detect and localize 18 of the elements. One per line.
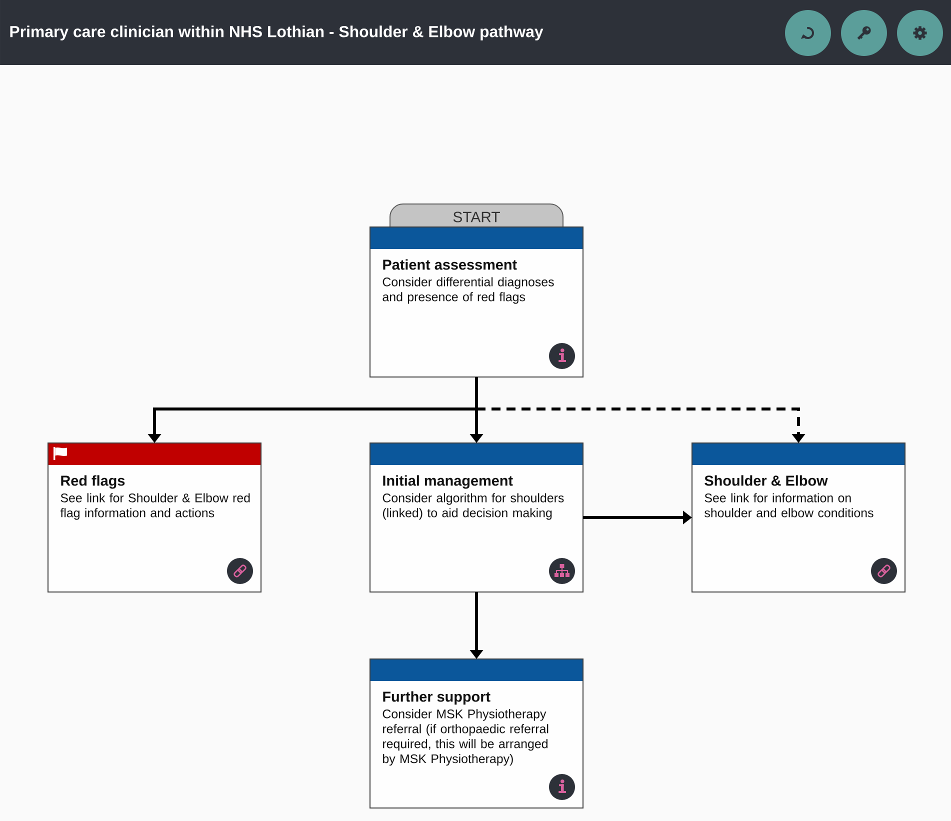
process-box	[48, 442, 262, 592]
description: Consider differential diagnoses and presence of red flags	[382, 277, 554, 304]
heading: Initial management	[383, 475, 513, 489]
description: See link for information on shoulder and elbow conditions	[704, 493, 874, 518]
heading: Red flags	[61, 475, 125, 489]
description: Consider MSK Physiotherapy referral (if orthopaedic referral required, this will be arranged by MSK Physiotherapy)	[382, 709, 548, 766]
process-box	[370, 226, 584, 378]
start-tab: START	[390, 204, 564, 230]
process-box	[692, 442, 906, 592]
heading: Patient assessment	[383, 259, 517, 270]
title: Primary care clinician within NHS Lothian - Shoulder & Elbow pathway	[10, 26, 544, 40]
description: Consider algorithm for shoulders (linked) to aid decision making	[382, 493, 564, 520]
heading: Shoulder & Elbow	[704, 475, 828, 486]
description: See link for Shoulder & Elbow red flag information and actions	[60, 493, 250, 520]
heading: Further support	[383, 691, 490, 705]
process-box	[370, 658, 584, 808]
connector-line	[475, 377, 478, 409]
process-box	[370, 442, 584, 592]
